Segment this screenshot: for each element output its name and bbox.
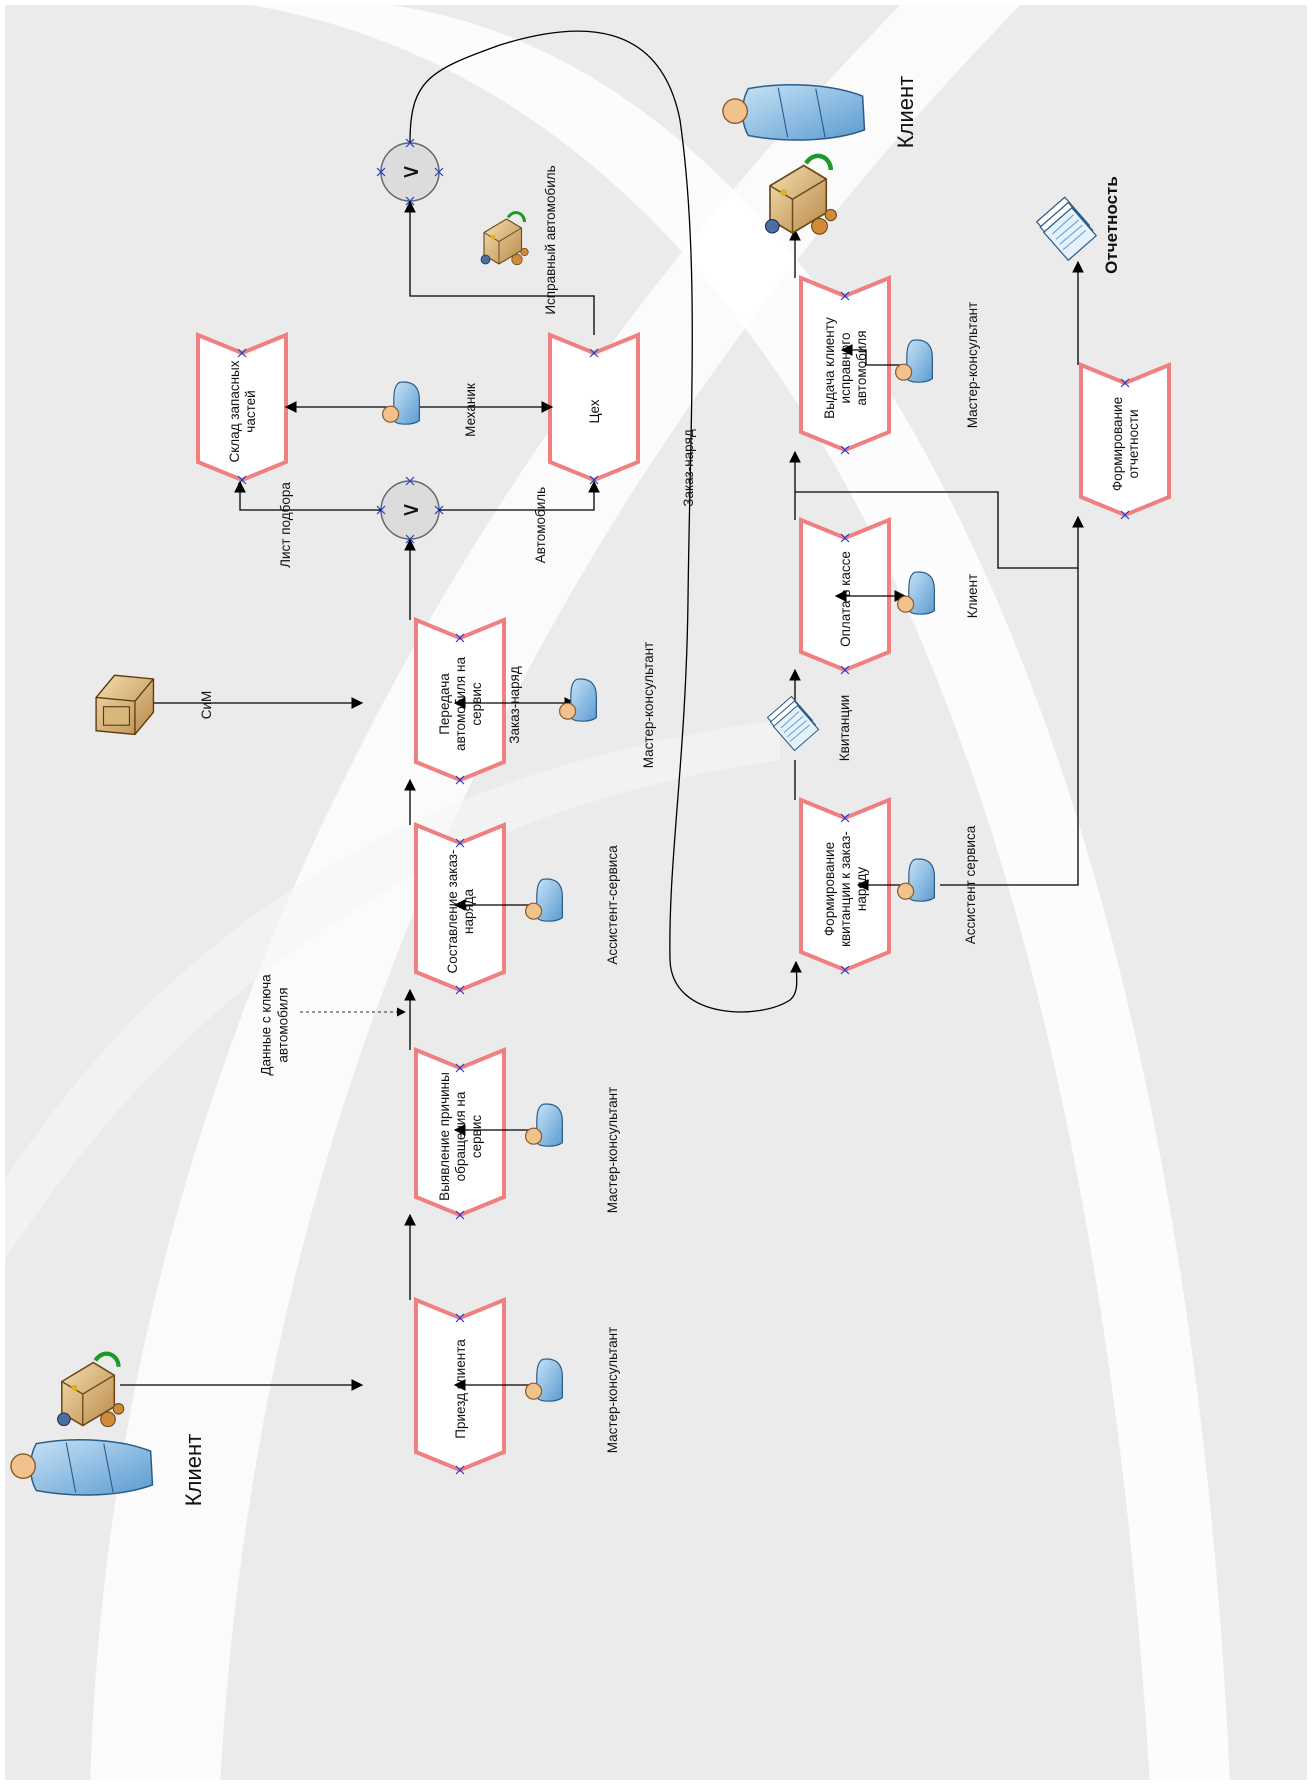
function-label-line: обращения на: [453, 1091, 468, 1181]
function-shape: [416, 825, 504, 990]
function-shape: [198, 335, 286, 480]
operator-symbol: ∨: [397, 163, 424, 181]
function-label-line: автомобиля на: [453, 657, 468, 751]
function-label: Оплата в кассе: [838, 551, 853, 647]
function-label-line: Формирование: [822, 842, 837, 936]
function-label-line: Склад запасных: [227, 360, 242, 462]
operator-o1: ∨: [381, 481, 439, 539]
function-label-line: автомобиля: [854, 330, 869, 405]
order-doc-label-line: Заказ-наряд: [507, 666, 522, 744]
function-label-line: сервис: [469, 1115, 484, 1158]
function-label-line: исправного: [838, 333, 853, 404]
role-label-r6: Ассистент сервиса: [963, 825, 978, 944]
function-label: Приезд клиента: [453, 1339, 468, 1439]
function-label-line: Передача: [437, 673, 452, 735]
order-flow-label: Заказ-наряд: [681, 429, 696, 507]
role-label-r3: Ассистент-сервиса: [605, 845, 620, 965]
function-label-line: Формирование: [1110, 397, 1125, 491]
function-label: Цех: [587, 399, 602, 423]
key-data-label-line: Данные с ключа: [259, 974, 274, 1076]
order-flow-label-line: Заказ-наряд: [681, 429, 696, 507]
client-left-label-line: Клиент: [181, 1434, 206, 1506]
order-doc-label: Заказ-наряд: [507, 666, 522, 744]
function-label-line: Цех: [587, 399, 602, 423]
pick-list-label: Лист подбора: [278, 482, 293, 568]
car-label-line: Автомобиль: [533, 487, 548, 563]
role-label-r4-line: Мастер-консультант: [641, 642, 656, 768]
role-label-r6-line: Ассистент сервиса: [963, 825, 978, 944]
function-label-line: Оплата в кассе: [838, 551, 853, 647]
function-label-line: сервис: [469, 682, 484, 725]
function-label-line: Приезд клиента: [453, 1339, 468, 1439]
sim-label: СиМ: [199, 691, 214, 720]
role-label-r8: Мастер-консультант: [965, 302, 980, 428]
function-f5: [198, 335, 286, 480]
function-label-line: Выявление причины: [437, 1072, 452, 1201]
good-car-label: Исправный автомобиль: [543, 165, 558, 314]
function-label-line: квитанции к заказ-: [838, 831, 853, 947]
role-label-r4: Мастер-консультант: [641, 642, 656, 768]
good-car-label-line: Исправный автомобиль: [543, 165, 558, 314]
client-right-label: Клиент: [893, 76, 918, 148]
function-f3: [416, 825, 504, 990]
role-label-r8-line: Мастер-консультант: [965, 302, 980, 428]
operator-o2: ∨: [381, 143, 439, 201]
function-label-line: отчетности: [1126, 409, 1141, 478]
function-shape: [1081, 365, 1169, 515]
function-label-line: наряда: [461, 889, 476, 935]
receipts-label: Квитанции: [837, 695, 852, 761]
reporting-label-line: Отчетность: [1102, 176, 1121, 274]
sim-label-line: СиМ: [199, 691, 214, 720]
function-f10: [1081, 365, 1169, 515]
role-label-r5: Механик: [463, 383, 478, 437]
function-label-line: Составление заказ-: [445, 850, 460, 974]
car-label: Автомобиль: [533, 487, 548, 563]
function-label-line: частей: [243, 390, 258, 432]
client-left-label: Клиент: [181, 1434, 206, 1506]
client-right-label-line: Клиент: [893, 76, 918, 148]
key-data-label-line: автомобиля: [276, 987, 291, 1062]
role-label-r2-line: Мастер-консультант: [605, 1087, 620, 1213]
function-label-line: наряду: [854, 867, 869, 912]
reporting-label: Отчетность: [1102, 176, 1121, 274]
role-label-r2: Мастер-консультант: [605, 1087, 620, 1213]
role-label-r7: Клиент: [965, 574, 980, 618]
function-label-line: Выдача клиенту: [822, 317, 837, 419]
role-label-r5-line: Механик: [463, 383, 478, 437]
role-label-r7-line: Клиент: [965, 574, 980, 618]
role-label-r3-line: Ассистент-сервиса: [605, 845, 620, 965]
operator-symbol: ∨: [397, 501, 424, 519]
role-label-r1-line: Мастер-консультант: [605, 1327, 620, 1453]
role-label-r1: Мастер-консультант: [605, 1327, 620, 1453]
pick-list-label-line: Лист подбора: [278, 482, 293, 568]
receipts-label-line: Квитанции: [837, 695, 852, 761]
